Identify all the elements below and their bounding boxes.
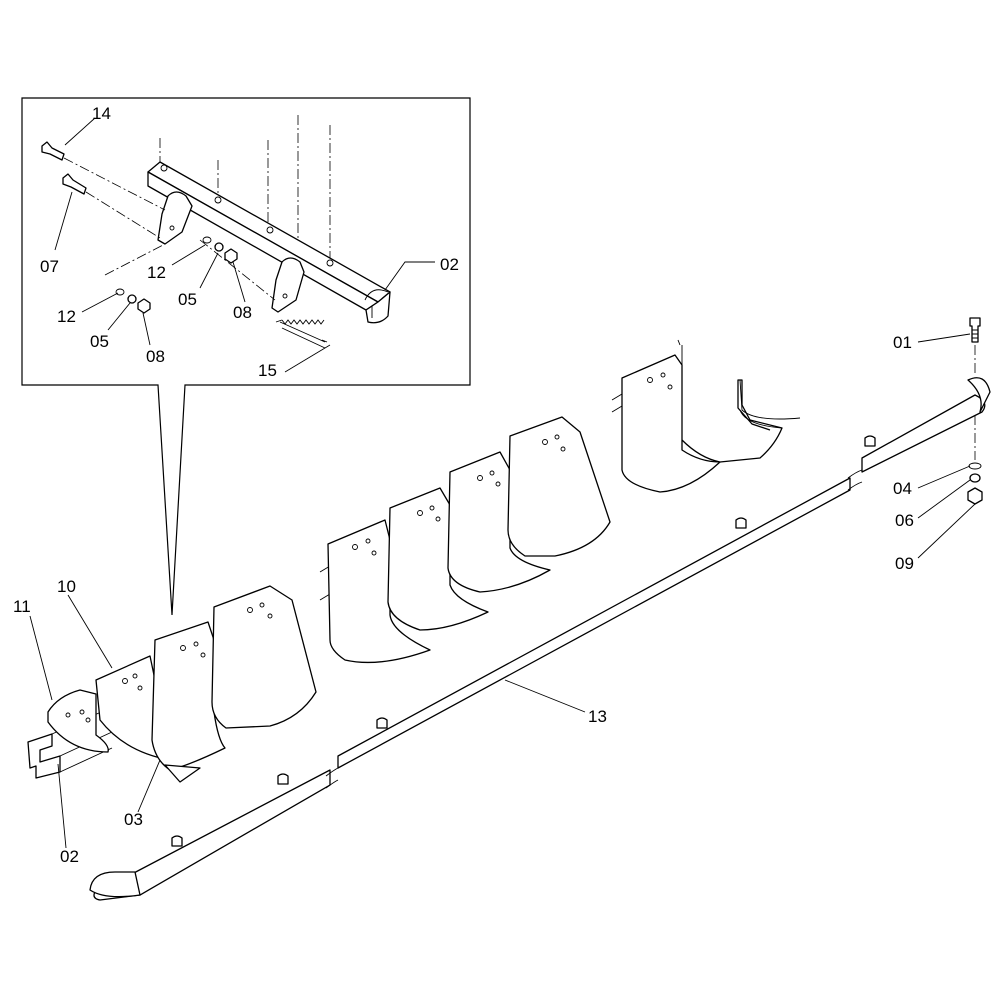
callout-labels: 14 07 02 12 05 08 12 05 08 15 01 04 06 0… [13,104,914,866]
knife-group-middle [327,416,611,664]
callout-01: 01 [893,333,912,352]
callout-05-lower: 05 [90,332,109,351]
callout-03: 03 [124,810,143,829]
callout-12-lower: 12 [57,307,76,326]
callout-09: 09 [895,554,914,573]
leader-lines [29,117,976,849]
callout-15: 15 [258,361,277,380]
knife-group-left [47,585,317,783]
callout-11: 11 [13,597,31,616]
skid-bar [89,377,991,901]
callout-10: 10 [57,577,76,596]
callout-02-inset: 02 [440,255,459,274]
callout-02-main: 02 [60,847,79,866]
callout-07: 07 [40,257,59,276]
callout-06: 06 [895,511,914,530]
callout-08-lower: 08 [146,347,165,366]
callout-05-upper: 05 [178,290,197,309]
callout-08-upper: 08 [233,303,252,322]
callout-14: 14 [92,104,111,123]
callout-12-upper: 12 [147,263,166,282]
right-hardware [967,317,983,505]
callout-13: 13 [588,707,607,726]
detail-inset [21,97,471,616]
callout-04: 04 [893,479,912,498]
knife-group-right [621,339,801,493]
